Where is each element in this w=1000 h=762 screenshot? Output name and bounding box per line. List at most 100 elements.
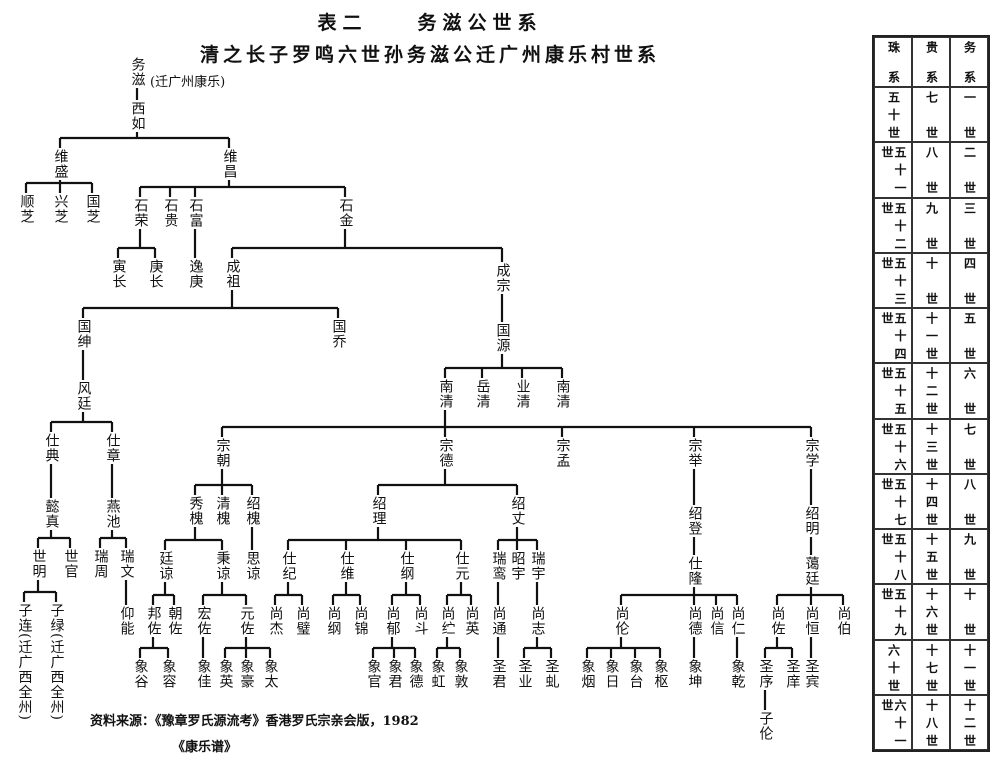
person-node: 子伦 <box>757 710 774 742</box>
person-node: 象枢 <box>652 658 669 690</box>
cell-text: 七世 <box>924 91 939 139</box>
person-node: 尚伦 <box>613 605 630 637</box>
person-node: 思谅 <box>244 550 261 582</box>
chart-title: 表二 务滋公世系 <box>317 12 543 34</box>
table-cell: 五十一世 <box>874 142 912 198</box>
person-node: 圣业 <box>516 658 533 690</box>
person-node: 石金 <box>337 197 354 229</box>
person-node: 尚郁 <box>384 605 401 637</box>
table-cell: 七世 <box>950 418 988 474</box>
table-cell: 九世 <box>950 529 988 585</box>
cell-text: 二世 <box>962 146 977 194</box>
person-node: 尚佐 <box>769 605 786 637</box>
table-cell: 六十世 <box>874 639 912 695</box>
person-node: 子连(迁广西全州) <box>16 602 33 722</box>
cell-text: 十世 <box>962 588 977 636</box>
person-node: 象官 <box>365 658 382 690</box>
person-node: 绍槐 <box>244 495 261 527</box>
person-node: 蔼廷 <box>803 555 820 587</box>
person-node: 象豪 <box>238 658 255 690</box>
person-node: 子绿(迁广西全州) <box>48 602 65 722</box>
person-node: 秀槐 <box>187 495 204 527</box>
table-cell: 十世 <box>950 584 988 640</box>
table-cell: 三世 <box>950 197 988 253</box>
generation-table: 珠系贵系务系五十世七世一世五十一世八世二世五十二世九世三世五十三世十世四世五十四… <box>872 35 990 752</box>
person-node: 圣君 <box>490 658 507 690</box>
cell-text: 十二世 <box>924 367 939 415</box>
person-node: 逸庚 <box>187 258 204 290</box>
cell-text: 十六世 <box>924 588 939 636</box>
cell-text: 五世 <box>962 312 977 360</box>
person-node: 圣虬 <box>543 658 560 690</box>
table-cell: 五十六世 <box>874 418 912 474</box>
table-cell: 十四世 <box>912 473 950 529</box>
cell-text: 十一世 <box>924 312 939 360</box>
person-node: 仕维 <box>338 550 355 582</box>
source-citation: 资料来源：《豫章罗氏源流考》香港罗氏宗亲会版，1982 <box>90 714 419 729</box>
table-cell: 六世 <box>950 363 988 419</box>
person-node: 象虹 <box>429 658 446 690</box>
person-node: 国源 <box>494 322 511 354</box>
person-node: 尚伯 <box>835 605 852 637</box>
person-node: 秉谅 <box>214 550 231 582</box>
cell-text: 五十七世 <box>880 477 907 525</box>
person-node: 绍明 <box>803 505 820 537</box>
table-cell: 十世 <box>912 252 950 308</box>
table-cell: 八世 <box>912 142 950 198</box>
person-node: 朝佐 <box>166 605 183 637</box>
table-cell: 五十世 <box>874 87 912 143</box>
person-node: 宗举 <box>686 437 703 469</box>
person-node: 石荣 <box>132 197 149 229</box>
person-node: 象太 <box>262 658 279 690</box>
cell-text: 十五世 <box>924 533 939 581</box>
person-node: 尚英 <box>463 605 480 637</box>
table-cell: 十六世 <box>912 584 950 640</box>
table-cell: 五世 <box>950 308 988 364</box>
person-node: 象坤 <box>686 658 703 690</box>
person-node: 尚斗 <box>412 605 429 637</box>
cell-text: 三世 <box>962 201 977 249</box>
table-cell: 十八世 <box>912 694 950 750</box>
cell-text: 十八世 <box>924 698 939 746</box>
person-node: 瑞文 <box>118 548 135 580</box>
person-node: 廷谅 <box>157 550 174 582</box>
person-node: 石富 <box>187 197 204 229</box>
person-node: 象谷 <box>132 658 149 690</box>
person-node: 维盛 <box>52 148 69 180</box>
tree-connectors <box>22 88 845 710</box>
person-node: 仕元 <box>453 550 470 582</box>
person-node: 仕纪 <box>280 550 297 582</box>
person-node: 象台 <box>627 658 644 690</box>
table-cell: 七世 <box>912 87 950 143</box>
person-node: 世明 <box>30 548 47 580</box>
person-node: 庚长 <box>147 258 164 290</box>
person-node: 世官 <box>62 548 79 580</box>
table-cell: 五十三世 <box>874 252 912 308</box>
person-node: 尚锦 <box>352 605 369 637</box>
person-node: 寅长 <box>110 258 127 290</box>
person-node: 成祖 <box>224 258 241 290</box>
cell-text: 五十三世 <box>880 256 907 304</box>
person-node: 仕章 <box>104 432 121 464</box>
person-node: 业清 <box>514 378 531 410</box>
cell-text: 五十四世 <box>880 312 907 360</box>
cell-text: 八世 <box>962 477 977 525</box>
table-cell: 十一世 <box>950 639 988 695</box>
table-cell: 十七世 <box>912 639 950 695</box>
table-cell: 十一世 <box>912 308 950 364</box>
table-header-cell: 贵系 <box>912 37 950 87</box>
person-node: 清槐 <box>214 495 231 527</box>
person-node: 风廷 <box>75 380 92 412</box>
cell-text: 十七世 <box>924 643 939 691</box>
cell-text: 十世 <box>924 256 939 304</box>
person-node: 瑞鸾 <box>490 550 507 582</box>
person-node: 懿真 <box>43 498 60 530</box>
cell-text: 十四世 <box>924 477 939 525</box>
person-node: 仕典 <box>43 432 60 464</box>
person-node: 象日 <box>603 658 620 690</box>
cell-text: 五十九世 <box>880 588 907 636</box>
cell-text: 务系 <box>962 41 977 83</box>
cell-text: 六十世 <box>886 643 901 691</box>
table-cell: 五十七世 <box>874 473 912 529</box>
person-node: 尚纻 <box>439 605 456 637</box>
